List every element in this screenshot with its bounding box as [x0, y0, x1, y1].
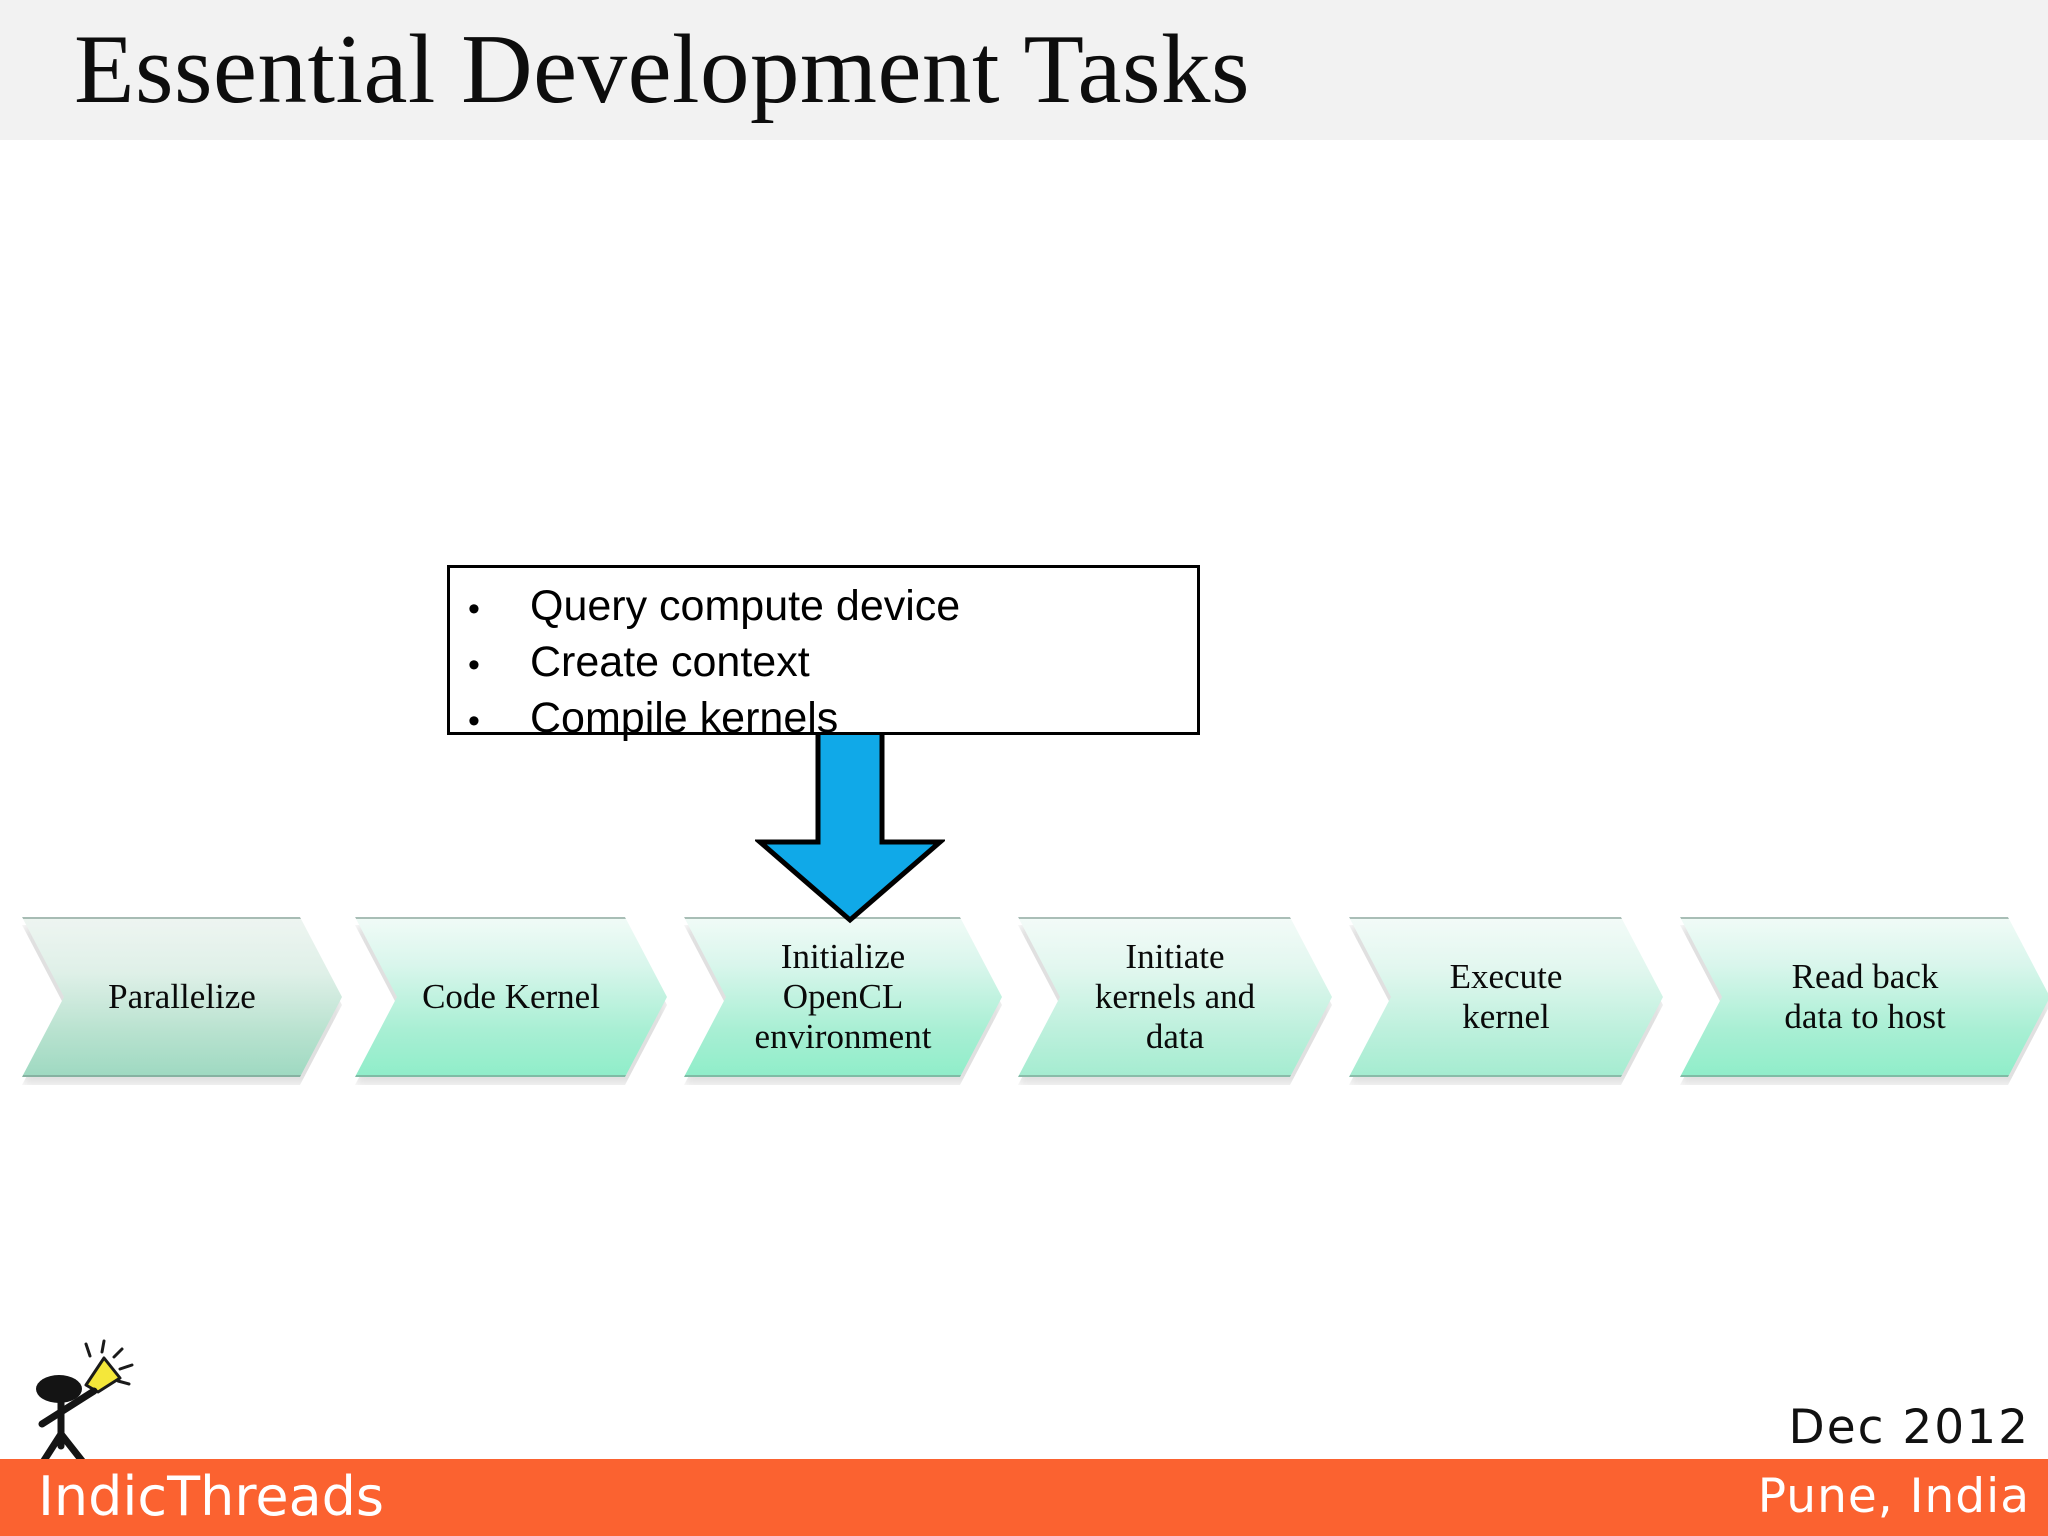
callout-item-label: Compile kernels [530, 694, 839, 742]
bullet-icon: • [468, 590, 480, 628]
process-step-label: Execute kernel [1449, 957, 1563, 1036]
process-step-4[interactable]: Initiate kernels and data [1018, 917, 1332, 1077]
process-flow: Parallelize Code Kernel Initialize OpenC… [0, 917, 2048, 1089]
callout-list: • Query compute device • Create context … [450, 568, 1197, 748]
stick-figure-lightbulb-icon [28, 1338, 148, 1463]
process-step-label: Read back data to host [1784, 957, 1946, 1036]
callout-item-label: Create context [530, 638, 810, 686]
process-step-2[interactable]: Code Kernel [355, 917, 667, 1077]
page-title: Essential Development Tasks [74, 15, 1251, 124]
process-step-3[interactable]: Initialize OpenCL environment [684, 917, 1002, 1077]
process-step-6[interactable]: Read back data to host [1680, 917, 2048, 1077]
process-step-label: Initiate kernels and data [1094, 937, 1256, 1056]
process-step-label: Initialize OpenCL environment [754, 937, 932, 1056]
callout-bullet-item-1: • Query compute device [450, 580, 1197, 636]
process-step-label: Parallelize [108, 977, 256, 1016]
process-step-1[interactable]: Parallelize [22, 917, 342, 1077]
brand-logo-text: IndicThreads [38, 1465, 385, 1528]
process-step-label: Code Kernel [422, 977, 600, 1016]
callout-bullet-item-3: • Compile kernels [450, 692, 1197, 748]
bullet-icon: • [468, 702, 480, 740]
event-location: Pune, India [1757, 1469, 2030, 1524]
process-step-5[interactable]: Execute kernel [1349, 917, 1663, 1077]
title-band: Essential Development Tasks [0, 0, 2048, 140]
callout-box: • Query compute device • Create context … [447, 565, 1200, 742]
down-arrow-icon [755, 730, 945, 925]
callout-bullet-item-2: • Create context [450, 636, 1197, 692]
bullet-icon: • [468, 646, 480, 684]
footer-bar: IndicThreads Pune, India [0, 1459, 2048, 1536]
callout-item-label: Query compute device [530, 582, 961, 630]
event-date: Dec 2012 [1788, 1400, 2030, 1455]
